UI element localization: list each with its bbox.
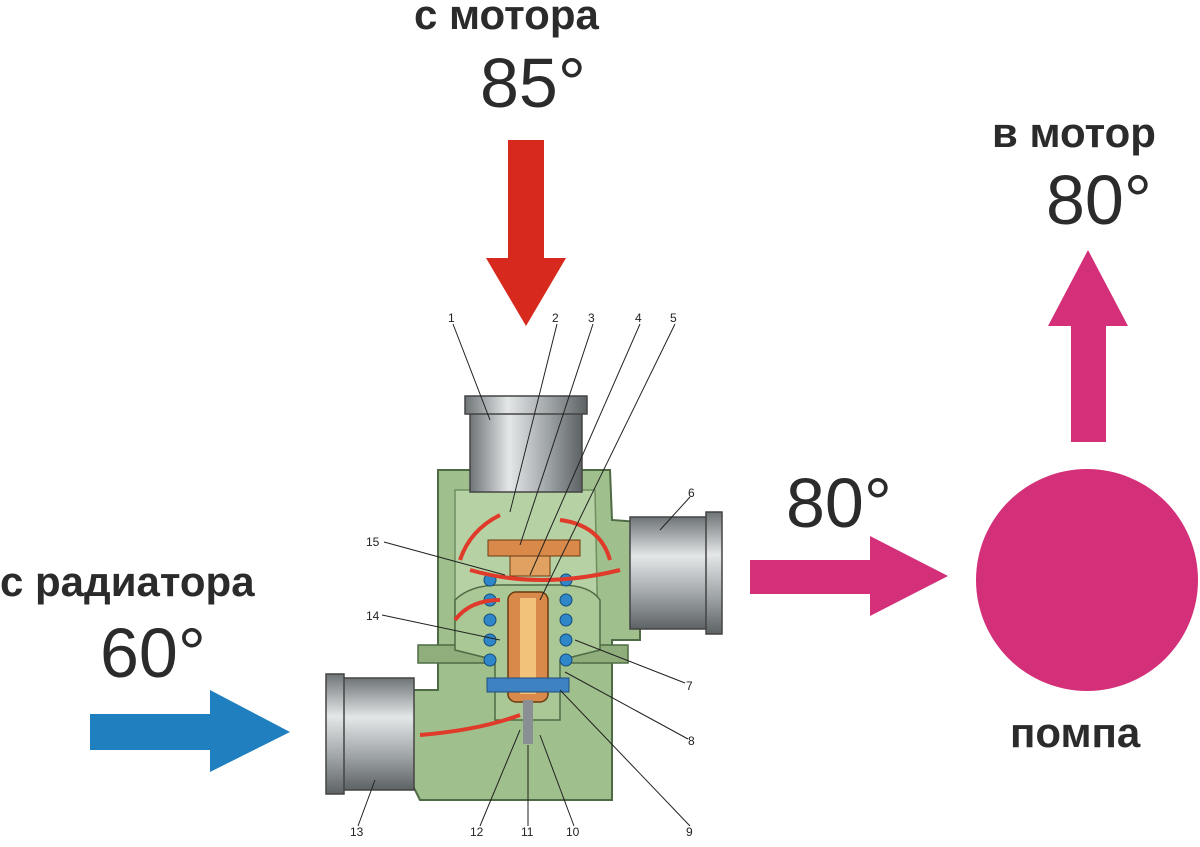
pump-icon bbox=[976, 469, 1198, 691]
callout-3: 3 bbox=[588, 311, 595, 325]
callout-lines bbox=[357, 323, 691, 827]
top-inlet-pipe bbox=[464, 395, 588, 493]
callout-4: 4 bbox=[635, 311, 642, 325]
callout-14: 14 bbox=[366, 609, 380, 623]
hot-flow-arrow bbox=[486, 140, 566, 326]
callout-9: 9 bbox=[686, 825, 693, 839]
right-outlet-pipe bbox=[629, 511, 723, 635]
callout-13: 13 bbox=[350, 825, 364, 839]
callout-numbers: 1 2 3 4 5 6 7 8 9 10 11 12 13 14 15 bbox=[350, 311, 695, 839]
valve-disk bbox=[487, 539, 581, 557]
to-engine-arrow bbox=[1048, 250, 1128, 442]
from-engine-temp: 85° bbox=[480, 44, 586, 122]
mixed-temp: 80° bbox=[786, 464, 892, 542]
callout-5: 5 bbox=[670, 311, 677, 325]
callout-1: 1 bbox=[448, 311, 455, 325]
mixed-flow-arrow bbox=[750, 536, 948, 616]
to-engine-label: в мотор bbox=[992, 109, 1156, 156]
pump-label: помпа bbox=[1010, 709, 1141, 756]
callout-2: 2 bbox=[552, 311, 559, 325]
from-radiator-label: с радиатора bbox=[0, 558, 255, 605]
to-engine-temp: 80° bbox=[1046, 161, 1152, 239]
callout-7: 7 bbox=[686, 679, 693, 693]
callout-15: 15 bbox=[366, 535, 380, 549]
callout-11: 11 bbox=[521, 825, 534, 839]
cold-flow-arrow bbox=[90, 690, 290, 772]
from-radiator-temp: 60° bbox=[100, 614, 206, 692]
callout-12: 12 bbox=[470, 825, 484, 839]
callout-10: 10 bbox=[566, 825, 580, 839]
from-engine-label: с мотора bbox=[414, 0, 599, 38]
callout-8: 8 bbox=[688, 734, 695, 748]
callout-6: 6 bbox=[688, 486, 695, 500]
internal-flow-arrows bbox=[419, 513, 621, 737]
radiator-inlet-pipe bbox=[325, 673, 415, 795]
